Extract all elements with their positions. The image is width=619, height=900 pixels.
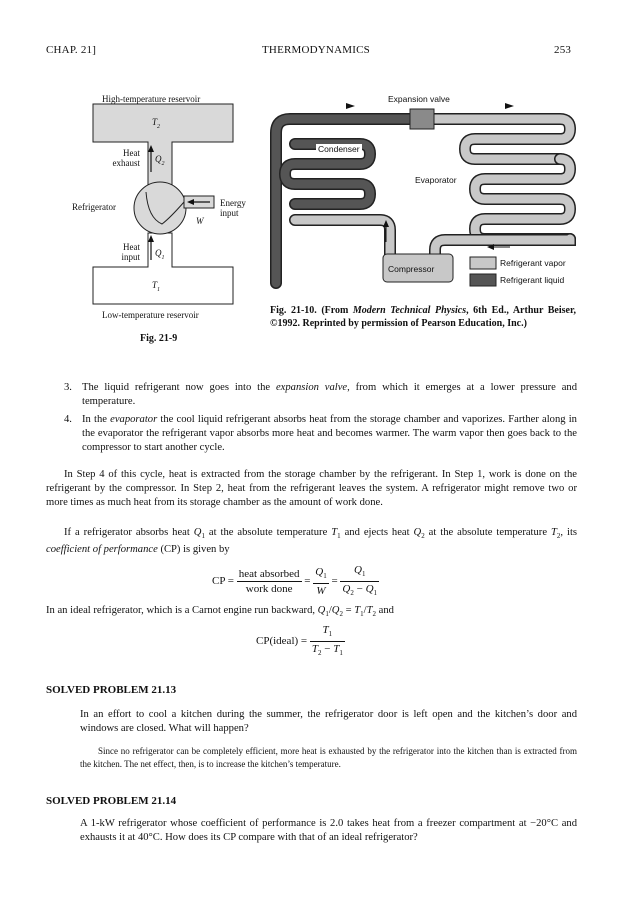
paragraph-cycle: In Step 4 of this cycle, heat is extract… [46, 469, 577, 508]
problem-21-13-answer: Since no refrigerator can be completely … [80, 746, 577, 769]
problem-21-13-question: In an effort to cool a kitchen during th… [80, 709, 577, 734]
high-reservoir-label: High-temperature reservoir [102, 94, 201, 104]
running-title: THERMODYNAMICS [262, 44, 370, 56]
flow-arrow-back [487, 244, 494, 250]
problem-21-13-title: SOLVED PROBLEM 21.13 [46, 684, 177, 696]
paragraph-ideal: In an ideal refrigerator, which is a Car… [46, 605, 394, 619]
legend-liquid-label: Refrigerant liquid [500, 275, 565, 285]
step-4: 4. In the evaporator the cool liquid ref… [64, 414, 577, 453]
paragraph-cp-definition: If a refrigerator absorbs heat Q1 at the… [46, 527, 578, 556]
flow-arrow-right [505, 103, 514, 109]
heat-input-arrow [148, 235, 154, 242]
legend-liquid-swatch [469, 273, 497, 287]
compressor-box [382, 253, 454, 283]
condenser-label: Condenser [316, 144, 362, 154]
heat-exhaust-arrow [148, 145, 154, 152]
expansion-valve-box [409, 108, 435, 130]
q1-label: Q1 [155, 248, 165, 261]
fig-21-10: Expansion valve Condenser Evaporator Com… [270, 90, 580, 355]
refrigerator-label: Refrigerator [72, 202, 116, 212]
problem-21-14-question: A 1-kW refrigerator whose coefficient of… [80, 818, 577, 843]
page-number: 253 [554, 44, 572, 56]
work-flow-curve [145, 191, 185, 225]
cp-ideal-symbol: CP(ideal) = [256, 635, 308, 648]
refrigerator-schematic [92, 103, 234, 305]
q2-label: Q2 [155, 154, 165, 167]
chapter-label: CHAP. 21] [46, 44, 97, 56]
w-label: W [196, 216, 204, 226]
t1-label: T1 [152, 280, 161, 293]
legend-vapor-label: Refrigerant vapor [500, 258, 566, 268]
steps-list: 3. The liquid refrigerant now goes into … [64, 381, 577, 459]
cp-symbol: CP = [212, 575, 234, 588]
problem-21-14-title: SOLVED PROBLEM 21.14 [46, 795, 177, 807]
flow-arrow-left [346, 103, 355, 109]
low-temperature-reservoir-shape [92, 232, 234, 305]
legend-vapor-swatch [469, 256, 497, 270]
refrigeration-cycle-diagram [270, 103, 577, 289]
fig-21-9-caption: Fig. 21-9 [140, 333, 178, 344]
t2-label: T2 [152, 117, 161, 130]
step-3: 3. The liquid refrigerant now goes into … [64, 382, 577, 407]
high-temperature-reservoir-shape [92, 103, 234, 191]
fig-21-10-caption: Fig. 21-10. (From Modern Technical Physi… [270, 305, 576, 329]
expansion-valve-label: Expansion valve [388, 94, 450, 104]
compressor-label: Compressor [388, 264, 435, 274]
work-input-arrow [187, 199, 194, 205]
flow-arrow-up [383, 220, 389, 227]
low-reservoir-label: Low-temperature reservoir [102, 310, 199, 320]
evaporator-label: Evaporator [413, 175, 459, 185]
